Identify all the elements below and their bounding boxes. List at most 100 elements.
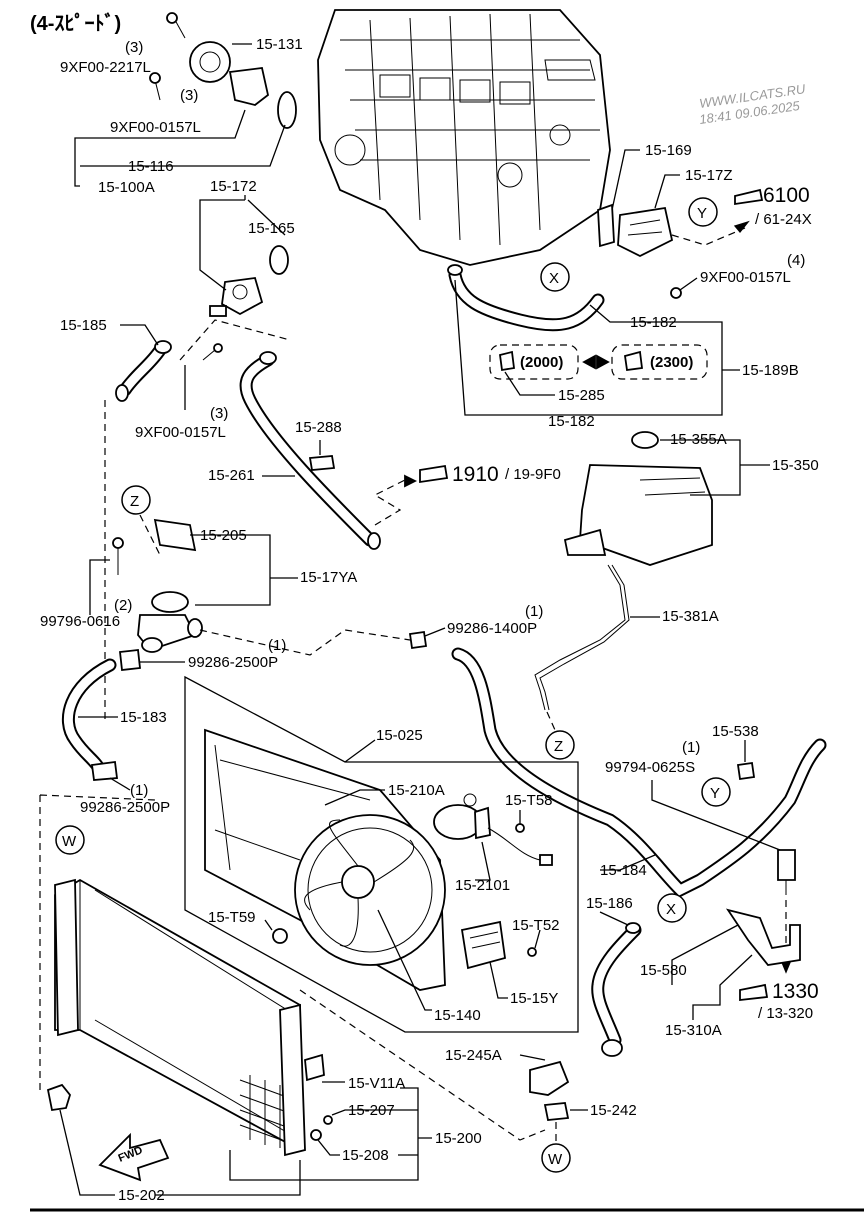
callout-15-261: 15-261	[208, 467, 255, 484]
callout-15-165: 15-165	[248, 220, 295, 237]
marker-w-left	[55, 825, 85, 855]
nut-15-t59	[272, 928, 288, 944]
qty-1d: (1)	[130, 782, 148, 799]
callout-15-210a: 15-210A	[388, 782, 445, 799]
callout-15-169: 15-169	[645, 142, 692, 159]
marker-z-left-label: Z	[130, 493, 139, 510]
bolt-9xf00-0157l-c: 9XF00-0157L	[135, 424, 226, 441]
callout-15-2101: 15-2101	[455, 877, 510, 894]
outlet-housing-15-17z	[597, 203, 674, 258]
qty-4: (4)	[787, 252, 805, 269]
marker-z-left	[121, 485, 151, 515]
qty-2: (2)	[114, 597, 132, 614]
callout-15-208: 15-208	[342, 1147, 389, 1164]
qty-3b: (3)	[180, 87, 198, 104]
callout-15-116: 15-116	[128, 158, 174, 175]
callout-15-350: 15-350	[772, 457, 819, 474]
fwd-arrow-icon: FWD	[98, 1132, 170, 1182]
callout-15-205: 15-205	[200, 527, 247, 544]
bolt-99796-0616: 99796-0616	[40, 613, 120, 630]
callout-15-184: 15-184	[600, 862, 647, 879]
callout-15-538: 15-538	[712, 723, 759, 740]
callout-15-185: 15-185	[60, 317, 107, 334]
marker-y-top	[688, 197, 718, 227]
callout-15-172: 15-172	[210, 178, 257, 195]
callout-15-245a: 15-245A	[445, 1047, 502, 1064]
marker-y-mid-label: Y	[710, 785, 720, 802]
filler-neck	[137, 591, 203, 653]
marker-w-bottom	[541, 1143, 571, 1173]
marker-x-bottom	[657, 893, 687, 923]
callout-15-200: 15-200	[435, 1130, 482, 1147]
callout-15-t58: 15-T58	[505, 792, 553, 809]
marker-y-top-label: Y	[697, 205, 707, 222]
callout-15-100a: 15-100A	[98, 179, 155, 196]
callout-15-t52: 15-T52	[512, 917, 560, 934]
callout-15-131: 15-131	[256, 36, 303, 53]
bolt-99794-0625s: 99794-0625S	[605, 759, 695, 776]
callout-15-207: 15-207	[348, 1102, 395, 1119]
diagram-title: (4-ｽﾋﾟｰﾄﾞ)	[30, 11, 121, 35]
callout-15-t59: 15-T59	[208, 909, 256, 926]
ref-61-24x: / 61-24X	[755, 211, 812, 228]
bracket-15-245a	[529, 1060, 570, 1096]
coolant-reservoir	[563, 431, 713, 566]
ref-19-9f0: / 19-9F0	[505, 466, 561, 483]
marker-x-top	[540, 262, 570, 292]
callout-15-17ya: 15-17YA	[300, 569, 357, 586]
callout-15-242: 15-242	[590, 1102, 637, 1119]
water-pump-pulley	[149, 12, 297, 129]
ref-1910: 1910	[452, 463, 499, 486]
bolt-9xf00-0157l-b: 9XF00-0157L	[700, 269, 791, 286]
variant-box-2300	[611, 344, 708, 380]
callout-15-310a: 15-310A	[665, 1022, 722, 1039]
marker-x-top-label: X	[549, 270, 559, 287]
ref-6100: 6100	[763, 184, 810, 207]
callout-15-182-a: 15-182	[630, 314, 677, 331]
marker-x-bottom-label: X	[666, 901, 676, 918]
ref-1330: 1330	[772, 980, 819, 1003]
marker-w-left-label: W	[62, 833, 77, 850]
fan-shroud	[204, 728, 446, 991]
callout-15-17z: 15-17Z	[685, 167, 733, 184]
fan-motor	[433, 793, 553, 866]
clamp-99286-1400p: 99286-1400P	[447, 620, 537, 637]
marker-w-bottom-label: W	[548, 1151, 563, 1168]
clamp-99286-2500p-a: 99286-2500P	[188, 654, 278, 671]
variant-box-2000	[489, 344, 579, 380]
qty-3a: (3)	[125, 39, 143, 56]
callout-15-285: 15-285	[558, 387, 605, 404]
fan-resistor	[460, 920, 537, 970]
clamp-99286-2500p-b: 99286-2500P	[80, 799, 170, 816]
callout-15-186: 15-186	[586, 895, 633, 912]
ref-13-320: / 13-320	[758, 1005, 813, 1022]
callout-15-15y: 15-15Y	[510, 990, 558, 1007]
qty-1c: (1)	[682, 739, 700, 756]
callout-15-202: 15-202	[118, 1187, 165, 1204]
engine-block	[317, 9, 611, 266]
variant-2000: (2000)	[520, 354, 563, 371]
radiator	[54, 878, 306, 1157]
callout-15-025: 15-025	[376, 727, 423, 744]
callout-15-183: 15-183	[120, 709, 167, 726]
marker-z-mid	[545, 730, 575, 760]
variant-2300: (2300)	[650, 354, 693, 371]
callout-15-288: 15-288	[295, 419, 342, 436]
callout-15-182-b: 15-182	[548, 413, 595, 430]
marker-y-mid	[701, 777, 731, 807]
callout-15-v11a: 15-V11A	[348, 1075, 405, 1092]
thermostat-housing	[209, 245, 289, 317]
callout-15-381a: 15-381A	[662, 608, 719, 625]
callout-15-580: 15-580	[640, 962, 687, 979]
callout-15-189b: 15-189B	[742, 362, 799, 379]
qty-3c: (3)	[210, 405, 228, 422]
callout-15-140: 15-140	[434, 1007, 481, 1024]
qty-1a: (1)	[268, 637, 286, 654]
marker-z-mid-label: Z	[554, 738, 563, 755]
bolt-9xf00-2217l: 9XF00-2217L	[60, 59, 151, 76]
bracket-15-580	[725, 908, 801, 966]
bolt-9xf00-0157l-a: 9XF00-0157L	[110, 119, 201, 136]
callout-15-355a: 15-355A	[670, 431, 727, 448]
qty-1b: (1)	[525, 603, 543, 620]
